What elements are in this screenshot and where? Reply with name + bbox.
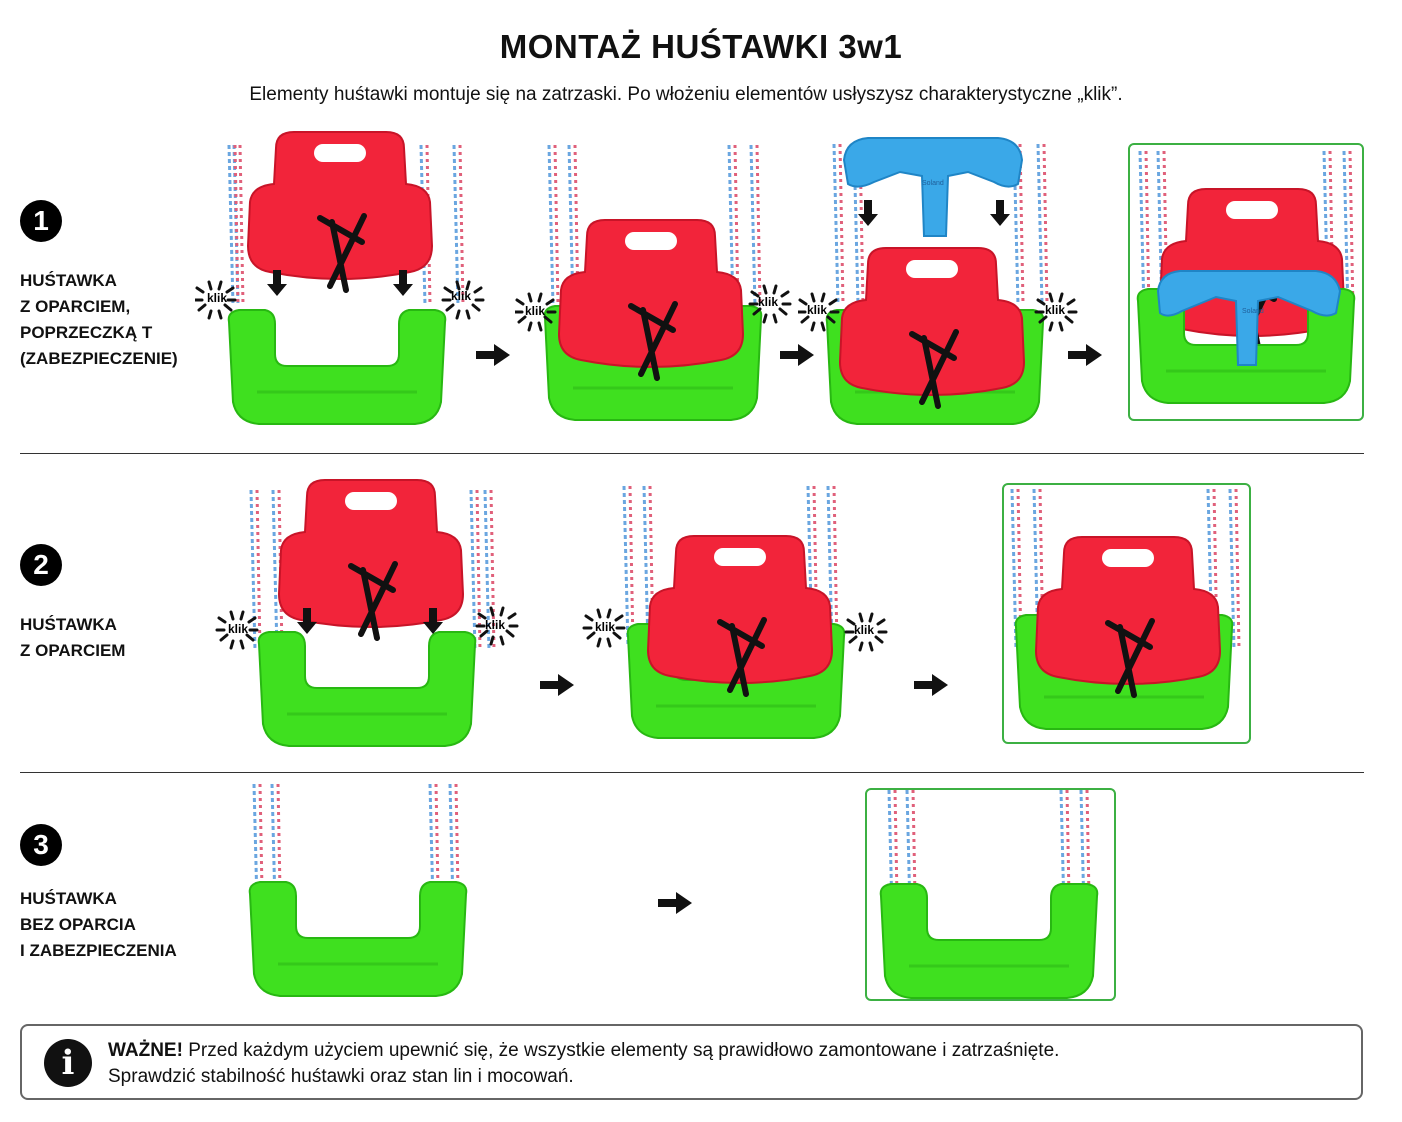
step-2-result-illustration [1010,487,1241,731]
klik-label: klik [207,291,227,305]
step-2-label-line: Z OPARCIEM [20,641,126,660]
notice-line-1-text: Przed każdym użyciem upewnić się, że wsz… [182,1040,1060,1061]
notice-line-2: Sprawdzić stabilność huśtawki oraz stan … [108,1066,574,1087]
t-bar-shape [842,137,1024,237]
step-2-label-line: HUŚTAWKA [20,615,117,634]
brand-mark: Soland [922,180,944,187]
step-1-stage-3-illustration: Soland klik klik [798,137,1078,426]
klik-label: klik [854,623,874,637]
klik-label: klik [595,620,615,634]
step-1-result-box: Soland [1128,143,1364,421]
next-arrow [914,674,948,696]
step-1-label-line: POPRZECZKĄ T [20,323,153,342]
notice-strong: WAŻNE! [108,1040,183,1061]
step-2-number: 2 [20,544,62,586]
step-3-label-line: I ZABEZPIECZENIA [20,941,177,960]
important-notice: i WAŻNE! Przed każdym użyciem upewnić si… [20,1024,1363,1100]
step-3-result-illustration [879,788,1099,1000]
t-bar-shape [1156,270,1342,366]
step-1-label-line: HUŚTAWKA [20,271,117,290]
step-3-label: HUŚTAWKA BEZ OPARCIA I ZABEZPIECZENIA [20,886,177,964]
page-subtitle: Elementy huśtawki montuje się na zatrzas… [249,84,1123,105]
next-arrow [1068,344,1102,366]
notice-text: WAŻNE! Przed każdym użyciem upewnić się,… [108,1038,1059,1090]
klik-label: klik [228,622,248,636]
page-title: MONTAŻ HUŚTAWKI 3w1 [499,28,903,65]
step-3-result-box [865,788,1116,1001]
step-3-number: 3 [20,824,62,866]
step-3-label-line: HUŚTAWKA [20,889,117,908]
step-3-label-line: BEZ OPARCIA [20,915,136,934]
step-2-stage-2-illustration: klik klik [582,484,888,740]
klik-label: klik [485,618,505,632]
step-1-label-line: Z OPARCIEM, [20,297,131,316]
step-2-stage-1-illustration: klik klik [215,478,519,748]
step-2-label: HUŚTAWKA Z OPARCIEM [20,612,125,664]
step-1-label-line: (ZABEZPIECZENIE) [20,349,178,368]
step-1-stage-2-illustration: klik klik [515,143,792,422]
step-1-stage-1-illustration: klik klik [195,130,485,426]
info-icon: i [44,1039,92,1087]
next-arrow [476,344,510,366]
klik-label: klik [525,304,545,318]
step-1-number: 1 [20,200,62,242]
klik-label: klik [758,295,778,309]
section-divider [20,453,1364,454]
klik-label: klik [807,303,827,317]
klik-label: klik [1045,303,1065,317]
brand-mark: Soland [1242,308,1264,315]
step-1-label: HUŚTAWKA Z OPARCIEM, POPRZECZKĄ T (ZABEZ… [20,268,178,372]
step-2-result-box [1002,483,1251,744]
notice-line-1: WAŻNE! Przed każdym użyciem upewnić się,… [108,1038,1059,1064]
step-1-result-illustration: Soland [1136,149,1356,405]
section-divider [20,772,1364,773]
step-3-stage-1-illustration [248,784,468,998]
next-arrow [540,674,574,696]
next-arrow [658,892,692,914]
klik-label: klik [451,289,471,303]
